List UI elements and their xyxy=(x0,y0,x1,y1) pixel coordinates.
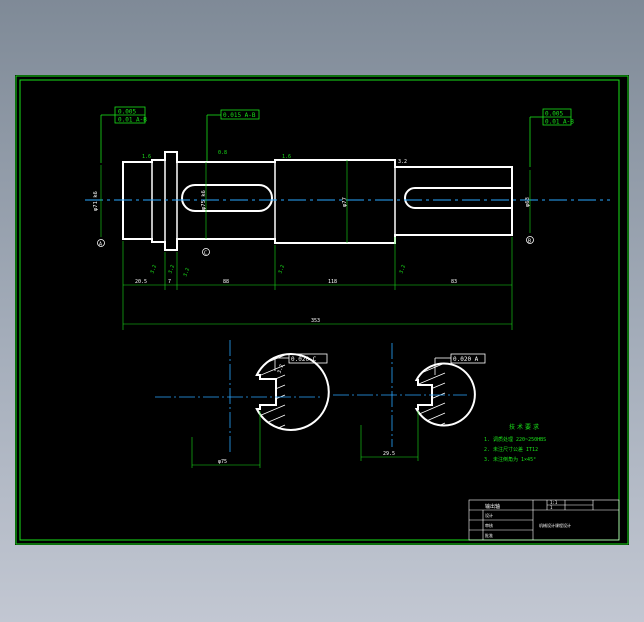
notes-title: 技术要求 xyxy=(509,423,541,431)
inner-frame xyxy=(19,79,620,541)
roughness-r3: 1.6 xyxy=(282,154,291,160)
tolerance-mid-text: 0.015 A-B xyxy=(223,112,256,119)
section-outline-large xyxy=(255,353,330,431)
roughness-r2: 0.8 xyxy=(218,150,227,156)
roughness-r1: 1.6 xyxy=(142,154,151,160)
section-view-small: 0.020 A 29.5 xyxy=(333,343,486,461)
tolerance-left: 0.005 0.01 A-B xyxy=(100,106,147,163)
keyway-small xyxy=(404,187,512,209)
datum-markers: A C B xyxy=(97,236,534,257)
datum-b: B xyxy=(528,239,531,245)
notes-line-1: 1. 调质处理 220~250HBS xyxy=(484,436,546,443)
notes-line-2: 2. 未注尺寸公差 IT12 xyxy=(484,446,538,453)
section-dim-small: 29.5 xyxy=(383,451,395,457)
datum-a: A xyxy=(99,242,102,248)
section-outline-small xyxy=(414,362,476,427)
roughness-r7: 3.2 xyxy=(182,267,191,278)
roughness-r5: 3.2 xyxy=(149,264,158,275)
tolerance-right: 0.005 0.01 A-B xyxy=(529,108,574,167)
drawing-sheet: 0.005 0.01 A-B 0.015 A-B 0.005 0.01 A-B … xyxy=(15,75,629,545)
title-role-1: 设计 xyxy=(485,512,493,518)
dim-diameter-key: φ75 k6 xyxy=(201,190,207,210)
title-part-name: 输出轴 xyxy=(485,503,500,510)
hatch-small xyxy=(416,363,446,426)
datum-c: C xyxy=(204,251,207,257)
dim-length-l1: 20.5 xyxy=(135,279,147,285)
section-view-large: 0.020 C 3.2 φ75 xyxy=(155,340,330,468)
title-school: 机械设计课程设计 xyxy=(539,522,571,528)
tolerance-keyway-large: 0.020 C xyxy=(291,356,317,363)
section-dim-large: φ75 xyxy=(218,459,227,465)
roughness-r8: 3.2 xyxy=(277,264,286,275)
tolerance-keyway-small: 0.020 A xyxy=(453,356,479,363)
length-dimensions: 20.5 7 88 118 83 353 xyxy=(122,237,513,330)
tolerance-right-1: 0.005 xyxy=(545,111,563,118)
roughness-r10: 3.2 xyxy=(276,364,285,375)
shaft-main-view xyxy=(85,151,610,251)
tolerance-right-2: 0.01 A-B xyxy=(545,119,574,126)
dim-diameter-left: φ71 k6 xyxy=(93,191,99,211)
title-role-3: 批准 xyxy=(485,532,493,538)
outer-frame xyxy=(15,75,629,545)
title-block xyxy=(468,499,620,541)
dim-length-l2: 7 xyxy=(168,279,171,285)
title-scale: 1:1 xyxy=(550,500,558,505)
dim-length-l5: 83 xyxy=(451,279,457,285)
roughness-r9: 3.2 xyxy=(398,264,407,275)
shaft-drawing: 0.005 0.01 A-B 0.015 A-B 0.005 0.01 A-B … xyxy=(15,75,629,545)
title-role-2: 审核 xyxy=(485,522,493,528)
roughness-r4: 3.2 xyxy=(398,159,407,165)
tolerance-left-2: 0.01 A-B xyxy=(118,117,147,124)
tolerance-mid: 0.015 A-B xyxy=(206,109,260,161)
technical-notes: 技术要求 1. 调质处理 220~250HBS 2. 未注尺寸公差 IT12 3… xyxy=(484,423,546,463)
roughness-r6: 3.2 xyxy=(167,264,176,275)
dim-length-l3: 88 xyxy=(223,279,229,285)
tolerance-left-1: 0.005 xyxy=(118,109,136,116)
keyway-large xyxy=(181,184,273,212)
dim-diameter-right: φ63 xyxy=(525,197,531,207)
dim-diameter-mid: φ77 xyxy=(342,197,348,207)
hatch-large xyxy=(256,354,286,430)
dim-length-l4: 118 xyxy=(328,279,337,285)
notes-line-3: 3. 未注倒角为 1×45° xyxy=(484,456,536,463)
dim-length-total: 353 xyxy=(311,318,320,324)
title-quantity: 1 xyxy=(550,505,553,510)
